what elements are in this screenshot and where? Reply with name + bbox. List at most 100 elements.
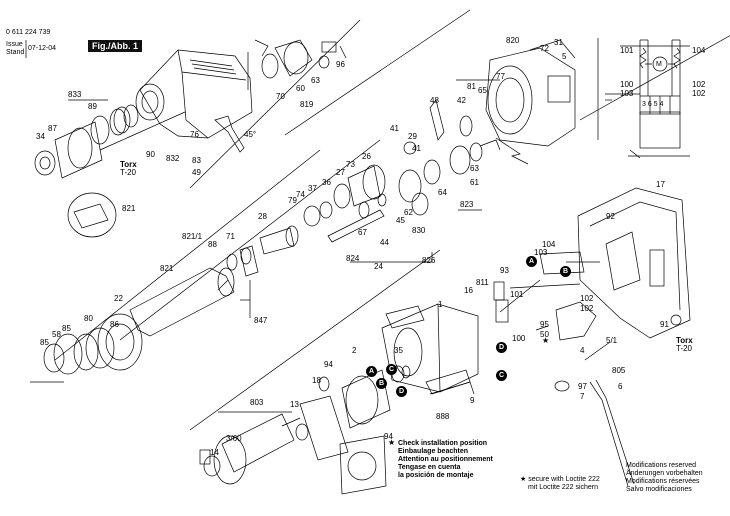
label-2: 2 — [352, 346, 357, 355]
badge-d-switch: D — [496, 342, 507, 353]
label-45-degrees: 45° — [244, 130, 257, 139]
label-101: 101 — [620, 46, 634, 55]
label-62: 62 — [404, 208, 413, 217]
piston-parts — [217, 201, 333, 291]
field-winding — [299, 365, 411, 495]
modifications-es: Salvo modificaciones — [626, 486, 692, 493]
label-63: 63 — [470, 164, 479, 173]
gear-assembly — [327, 139, 501, 243]
label-90: 90 — [146, 150, 155, 159]
terminal-sequence: 3 6 5 4 — [642, 101, 664, 108]
label-101b: 101 — [510, 290, 524, 299]
label-5-1: 5/1 — [606, 336, 618, 345]
armature — [199, 413, 309, 485]
label-27: 27 — [336, 168, 345, 177]
modifications-en: Modifications reserved — [626, 462, 697, 469]
label-18: 18 — [312, 376, 321, 385]
label-29: 29 — [408, 132, 417, 141]
label-14: 14 — [210, 448, 219, 457]
label-65: 65 — [478, 86, 487, 95]
loctite-note-de: mit Loctite 222 sichern — [528, 484, 599, 491]
badge-d-stator: D — [396, 386, 407, 397]
label-9: 9 — [470, 396, 475, 405]
torx-label-left: Torx — [120, 160, 137, 169]
badge-a-stator: A — [366, 366, 377, 377]
label-80: 80 — [84, 314, 93, 323]
label-24: 24 — [374, 262, 383, 271]
label-77: 77 — [496, 72, 505, 81]
label-819: 819 — [300, 100, 314, 109]
label-102d: 102 — [580, 304, 594, 313]
label-26: 26 — [362, 152, 371, 161]
label-824: 824 — [346, 254, 360, 263]
star-marker-switch: ★ — [542, 336, 550, 345]
label-103b: 103 — [534, 248, 548, 257]
torx-size-right: T-20 — [676, 344, 693, 353]
label-833: 833 — [68, 90, 82, 99]
label-86: 86 — [110, 320, 119, 329]
label-44: 44 — [380, 238, 389, 247]
label-97: 97 — [578, 382, 587, 391]
modifications-fr: Modifications réservées — [626, 478, 700, 485]
spindle — [43, 267, 235, 375]
label-34: 34 — [36, 132, 45, 141]
label-102a: 102 — [692, 80, 706, 89]
label-17: 17 — [656, 180, 665, 189]
label-6: 6 — [618, 382, 623, 391]
label-3-60: 3/60 — [226, 434, 242, 443]
tool-holder-parts — [34, 104, 245, 179]
label-821-1: 821/1 — [182, 232, 203, 241]
install-note-en: Check installation position — [398, 440, 488, 447]
label-16: 16 — [464, 286, 473, 295]
label-821b: 821 — [160, 264, 174, 273]
label-50: 50 — [540, 330, 549, 339]
label-100b: 100 — [512, 334, 526, 343]
label-805: 805 — [612, 366, 626, 375]
label-94a: 94 — [324, 360, 333, 369]
label-4: 4 — [580, 346, 585, 355]
figure-label: Fig./Abb. 1 — [88, 40, 142, 52]
label-85a: 85 — [62, 324, 71, 333]
label-811: 811 — [476, 278, 489, 287]
label-35: 35 — [394, 346, 403, 355]
star-marker-note: ★ — [388, 438, 396, 447]
install-note-es-2: la posición de montaje — [398, 472, 474, 479]
loctite-note-en: ★ secure with Loctite 222 — [520, 476, 600, 483]
issue-label: Issue — [6, 41, 23, 48]
torx-size-left: T-20 — [120, 168, 137, 177]
label-89: 89 — [88, 102, 97, 111]
label-63b: 63 — [311, 76, 320, 85]
label-81: 81 — [467, 82, 476, 91]
badge-b-stator: B — [376, 378, 387, 389]
badge-c-switch: C — [496, 370, 507, 381]
label-41a: 41 — [390, 124, 399, 133]
label-49: 49 — [192, 168, 201, 177]
label-803: 803 — [250, 398, 264, 407]
label-73: 73 — [346, 160, 355, 169]
label-85b: 85 — [40, 338, 49, 347]
circuit-diagram — [605, 39, 690, 159]
label-823: 823 — [460, 200, 474, 209]
label-71: 71 — [226, 232, 235, 241]
label-37: 37 — [308, 184, 317, 193]
label-13: 13 — [290, 400, 299, 409]
part-number: 0 611 224 739 — [6, 29, 51, 36]
label-820: 820 — [506, 36, 520, 45]
label-102b: 102 — [692, 89, 706, 98]
label-64: 64 — [438, 188, 447, 197]
label-104: 104 — [692, 46, 706, 55]
label-79: 79 — [288, 196, 297, 205]
label-motor: M — [656, 61, 662, 68]
label-45: 45 — [396, 216, 405, 225]
label-96: 96 — [336, 60, 345, 69]
label-67: 67 — [358, 228, 367, 237]
label-91: 91 — [660, 320, 669, 329]
label-70: 70 — [276, 92, 285, 101]
install-note-es: Tengase en cuenta — [398, 464, 461, 471]
label-58: 58 — [52, 330, 61, 339]
stator-housing — [381, 303, 479, 395]
label-1: 1 — [438, 300, 443, 309]
label-28: 28 — [258, 212, 267, 221]
badge-c-stator: C — [386, 364, 397, 375]
handle-housing — [577, 187, 691, 339]
